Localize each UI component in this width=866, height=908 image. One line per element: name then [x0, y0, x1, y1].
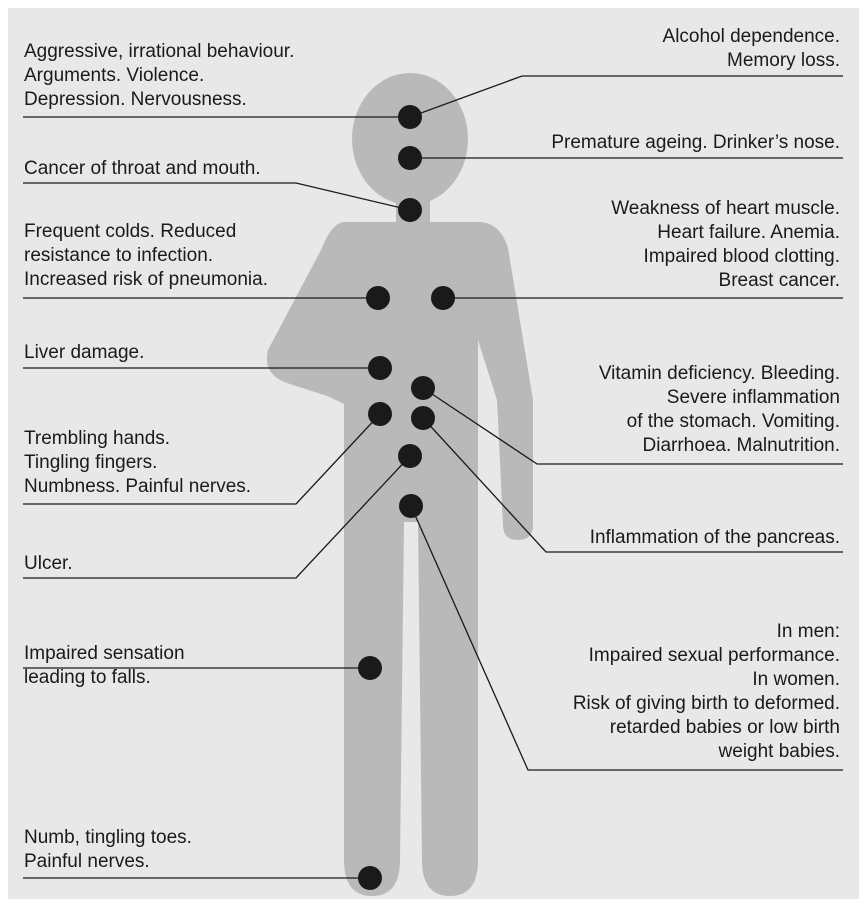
marker-ulcer	[398, 444, 422, 468]
label-line: Vitamin deficiency. Bleeding.	[599, 362, 840, 386]
marker-pancreas	[411, 406, 435, 430]
label-line: leading to falls.	[24, 666, 185, 690]
label-line: Increased risk of pneumonia.	[24, 268, 268, 292]
label-hands: Trembling hands. Tingling fingers. Numbn…	[24, 427, 251, 499]
label-line: Alcohol dependence.	[663, 25, 840, 49]
label-line: Inflammation of the pancreas.	[590, 526, 840, 550]
label-line: Heart failure. Anemia.	[611, 221, 840, 245]
marker-genitals	[399, 494, 423, 518]
label-ageing: Premature ageing. Drinker’s nose.	[551, 131, 840, 155]
label-line: Weakness of heart muscle.	[611, 197, 840, 221]
label-line: Numbness. Painful nerves.	[24, 475, 251, 499]
label-toes: Numb, tingling toes. Painful nerves.	[24, 826, 192, 874]
label-line: In men:	[573, 620, 840, 644]
label-stomach: Vitamin deficiency. Bleeding. Severe inf…	[599, 362, 840, 458]
label-line: Liver damage.	[24, 341, 144, 365]
label-line: Breast cancer.	[611, 269, 840, 293]
label-line: Impaired blood clotting.	[611, 245, 840, 269]
label-alcohol: Alcohol dependence. Memory loss.	[663, 25, 840, 73]
label-liver: Liver damage.	[24, 341, 144, 365]
label-sensation: Impaired sensation leading to falls.	[24, 642, 185, 690]
marker-liver	[368, 356, 392, 380]
label-line: Risk of giving birth to deformed.	[573, 692, 840, 716]
label-behaviour: Aggressive, irrational behaviour. Argume…	[24, 40, 294, 112]
label-line: of the stomach. Vomiting.	[599, 410, 840, 434]
label-line: Depression. Nervousness.	[24, 88, 294, 112]
label-line: Aggressive, irrational behaviour.	[24, 40, 294, 64]
label-line: Impaired sexual performance.	[573, 644, 840, 668]
label-line: Numb, tingling toes.	[24, 826, 192, 850]
label-line: Severe inflammation	[599, 386, 840, 410]
silhouette-head	[352, 73, 468, 205]
label-line: Frequent colds. Reduced	[24, 220, 268, 244]
marker-throat	[398, 198, 422, 222]
marker-brain	[398, 105, 422, 129]
label-line: Arguments. Violence.	[24, 64, 294, 88]
label-line: Diarrhoea. Malnutrition.	[599, 434, 840, 458]
silhouette-body	[267, 222, 533, 896]
label-line: Trembling hands.	[24, 427, 251, 451]
marker-legs	[358, 656, 382, 680]
label-sexual: In men: Impaired sexual performance. In …	[573, 620, 840, 764]
label-pancreas: Inflammation of the pancreas.	[590, 526, 840, 550]
label-line: weight babies.	[573, 740, 840, 764]
human-silhouette	[267, 73, 533, 896]
label-line: retarded babies or low birth	[573, 716, 840, 740]
label-line: Premature ageing. Drinker’s nose.	[551, 131, 840, 155]
leader-line-alcohol	[410, 76, 843, 117]
marker-nose	[398, 146, 422, 170]
label-line: Cancer of throat and mouth.	[24, 157, 261, 181]
marker-lungs	[366, 286, 390, 310]
marker-heart	[431, 286, 455, 310]
label-line: Tingling fingers.	[24, 451, 251, 475]
label-line: In women.	[573, 668, 840, 692]
label-line: Ulcer.	[24, 552, 73, 576]
marker-hands	[368, 402, 392, 426]
marker-stomach	[411, 376, 435, 400]
label-line: Impaired sensation	[24, 642, 185, 666]
label-heart: Weakness of heart muscle. Heart failure.…	[611, 197, 840, 293]
label-line: Painful nerves.	[24, 850, 192, 874]
leader-line-throat-mouth	[23, 183, 410, 210]
label-line: Memory loss.	[663, 49, 840, 73]
marker-toes	[358, 866, 382, 890]
label-line: resistance to infection.	[24, 244, 268, 268]
label-infection: Frequent colds. Reduced resistance to in…	[24, 220, 268, 292]
label-ulcer: Ulcer.	[24, 552, 73, 576]
label-throat-mouth: Cancer of throat and mouth.	[24, 157, 261, 181]
